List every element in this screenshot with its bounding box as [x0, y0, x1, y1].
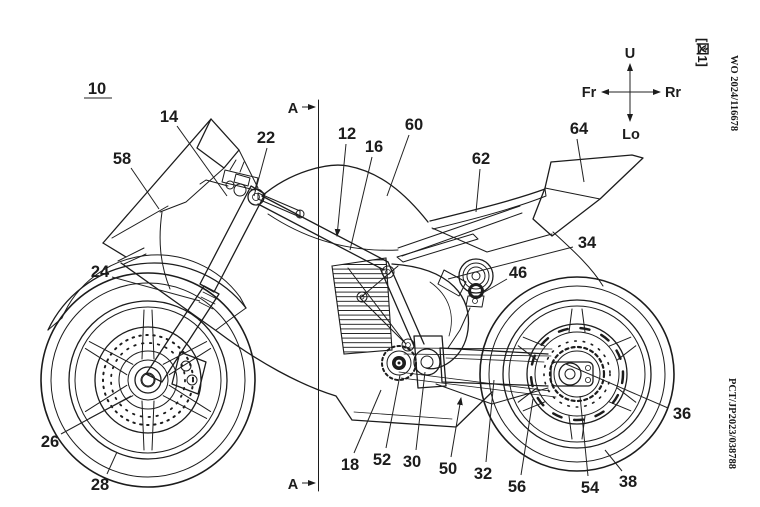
- rear-shock: [437, 258, 494, 349]
- motor-unit: [391, 263, 470, 370]
- motorcycle-body: [47, 118, 644, 428]
- application-number: PCT/JP2023/038788: [726, 378, 737, 469]
- ref-38: 38: [604, 449, 637, 491]
- ref-64: 64: [570, 120, 589, 183]
- ref-28: 28: [91, 451, 118, 494]
- ref-64-label: 64: [570, 120, 589, 138]
- reference-numerals: 10 14 22 58 12 16 60 62: [41, 80, 691, 497]
- ref-26: 26: [41, 395, 132, 451]
- orientation-compass: U Lo Fr Rr: [582, 46, 682, 143]
- front-wheel: [40, 272, 256, 488]
- seat-panel: [396, 188, 553, 263]
- compass-front-label: Fr: [582, 85, 597, 101]
- ref-24-label: 24: [91, 263, 110, 281]
- ref-30-label: 30: [403, 453, 421, 471]
- ref-52: 52: [373, 374, 401, 469]
- ref-36-label: 36: [673, 405, 691, 423]
- ref-10: 10: [84, 80, 112, 99]
- ref-36: 36: [565, 363, 691, 423]
- drive-chain: [381, 345, 557, 398]
- front-brake-caliper: [171, 351, 207, 395]
- ref-12-label: 12: [338, 125, 356, 143]
- ref-32: 32: [474, 379, 495, 483]
- ref-52-label: 52: [373, 451, 391, 469]
- ref-12: 12: [334, 125, 356, 237]
- front-fork: [140, 185, 266, 388]
- ref-14-label: 14: [160, 108, 179, 126]
- ref-58-label: 58: [113, 150, 131, 168]
- ref-46: 46: [480, 264, 527, 295]
- ref-56-label: 56: [508, 478, 526, 496]
- compass-down-label: Lo: [622, 127, 640, 143]
- ref-28-label: 28: [91, 476, 109, 494]
- ref-62-label: 62: [472, 150, 490, 168]
- ref-50: 50: [439, 397, 463, 478]
- fuel-tank-cover: [261, 164, 429, 251]
- ref-22: 22: [253, 129, 275, 197]
- publication-number: WO 2024/116678: [728, 55, 739, 131]
- ref-24: 24: [91, 263, 201, 302]
- ref-54-label: 54: [581, 479, 600, 497]
- margin-annotations: [図1] WO 2024/116678 PCT/JP2023/038788: [695, 38, 739, 469]
- ref-18-label: 18: [341, 456, 359, 474]
- ref-54: 54: [579, 395, 600, 497]
- ref-34-label: 34: [578, 234, 597, 252]
- figure-tag: [図1]: [695, 38, 710, 67]
- tail-cowl: [532, 154, 644, 287]
- ref-32-label: 32: [474, 465, 492, 483]
- ref-16: 16: [349, 138, 383, 251]
- front-fairing: [102, 118, 259, 333]
- compass-up-label: U: [625, 46, 635, 62]
- compass-rear-label: Rr: [665, 85, 681, 101]
- radiator: [331, 257, 393, 355]
- ref-60: 60: [386, 116, 423, 197]
- rear-hub: [526, 323, 628, 425]
- rear-sprocket: [548, 345, 606, 403]
- section-marker-top: A: [288, 101, 299, 117]
- ref-58: 58: [113, 150, 160, 210]
- ref-46-label: 46: [509, 264, 527, 282]
- front-brake-disc: [94, 326, 202, 434]
- ref-34: 34: [447, 234, 597, 280]
- ref-22-label: 22: [257, 129, 275, 147]
- ref-62: 62: [472, 150, 490, 213]
- ref-38-label: 38: [619, 473, 637, 491]
- ref-10-label: 10: [88, 80, 106, 98]
- ref-14: 14: [160, 108, 228, 197]
- front-fender: [47, 254, 247, 331]
- belly-pan: [217, 331, 493, 428]
- ref-18: 18: [341, 389, 382, 474]
- section-line-a-a: A A: [288, 99, 319, 493]
- ref-26-label: 26: [41, 433, 59, 451]
- section-marker-bottom: A: [288, 477, 299, 493]
- ref-56: 56: [508, 398, 534, 496]
- ref-30: 30: [403, 371, 426, 471]
- ref-60-label: 60: [405, 116, 423, 134]
- ref-16-label: 16: [365, 138, 383, 156]
- rear-wheel: [479, 276, 675, 472]
- ref-50-label: 50: [439, 460, 457, 478]
